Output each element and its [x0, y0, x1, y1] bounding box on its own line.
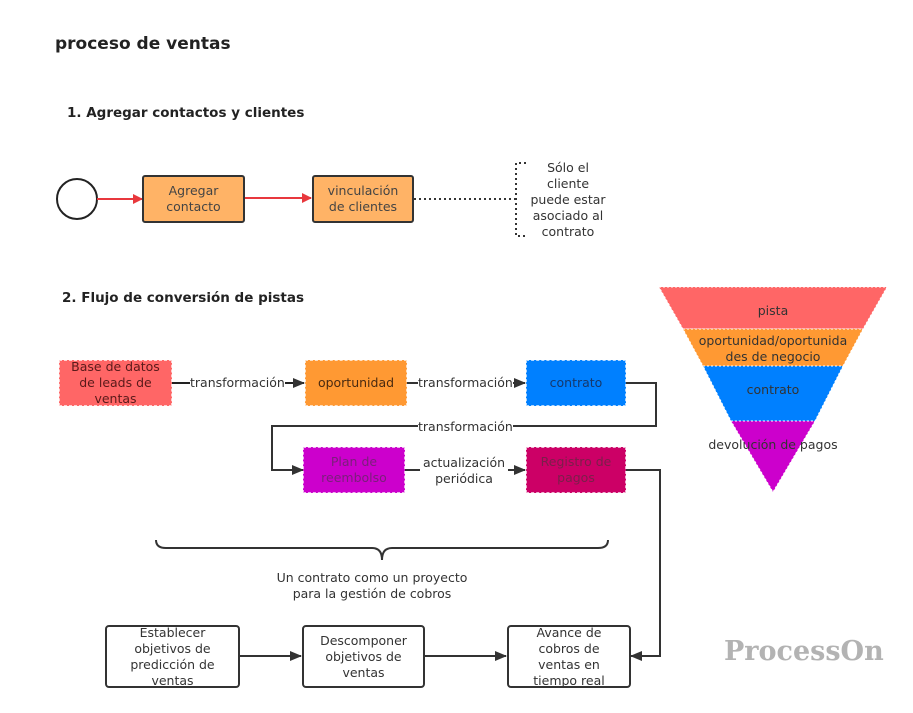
- watermark-logo: ProcessOn: [724, 636, 884, 667]
- funnel-level-devolucion: [730, 420, 816, 493]
- funnel-label-pista: pista: [757, 303, 789, 318]
- arrow-registro-to-avance: [626, 469, 661, 661]
- brace-shape: [155, 539, 609, 561]
- section-1-heading: 1. Agregar contactos y clientes: [67, 105, 305, 121]
- node-plan-reembolso[interactable]: Plan de reembolso: [303, 447, 405, 493]
- section-2-heading: 2. Flujo de conversión de pistas: [62, 290, 304, 306]
- funnel-label-devolucion: devolución de pagos: [708, 437, 838, 452]
- funnel-label-oportunidad: oportunidad/oportunida des de negocio: [698, 333, 848, 364]
- annotation-bracket: [515, 162, 526, 237]
- brace-caption: Un contrato como un proyecto para la ges…: [276, 570, 468, 601]
- node-contrato[interactable]: contrato: [526, 360, 626, 406]
- funnel-label-contrato: contrato: [746, 382, 800, 397]
- start-event-circle: [56, 178, 98, 220]
- annotation-text: Sólo el cliente puede estar asociado al …: [530, 160, 606, 239]
- funnel-level-oportunidad: [682, 328, 864, 367]
- node-base-datos-leads[interactable]: Base de datos de leads de ventas: [59, 359, 172, 406]
- edge-label-transformacion-1: transformación: [190, 375, 285, 391]
- node-registro-pagos[interactable]: Registro de pagos: [526, 447, 626, 493]
- node-agregar-contacto[interactable]: Agregar contacto: [142, 175, 245, 223]
- node-vinculacion-clientes[interactable]: vinculación de clientes: [312, 175, 414, 223]
- node-avance-cobros[interactable]: Avance de cobros de ventas en tiempo rea…: [507, 625, 631, 688]
- edge-label-actualizacion: actualización periódica: [420, 455, 508, 487]
- node-descomponer-objetivos[interactable]: Descomponer objetivos de ventas: [302, 625, 425, 688]
- node-establecer-objetivos[interactable]: Establecer objetivos de predicción de ve…: [105, 625, 240, 688]
- edge-label-transformacion-2: transformación: [418, 375, 513, 391]
- node-oportunidad[interactable]: oportunidad: [305, 360, 407, 406]
- page-title: proceso de ventas: [55, 34, 231, 54]
- edge-label-transformacion-3: transformación: [418, 419, 513, 435]
